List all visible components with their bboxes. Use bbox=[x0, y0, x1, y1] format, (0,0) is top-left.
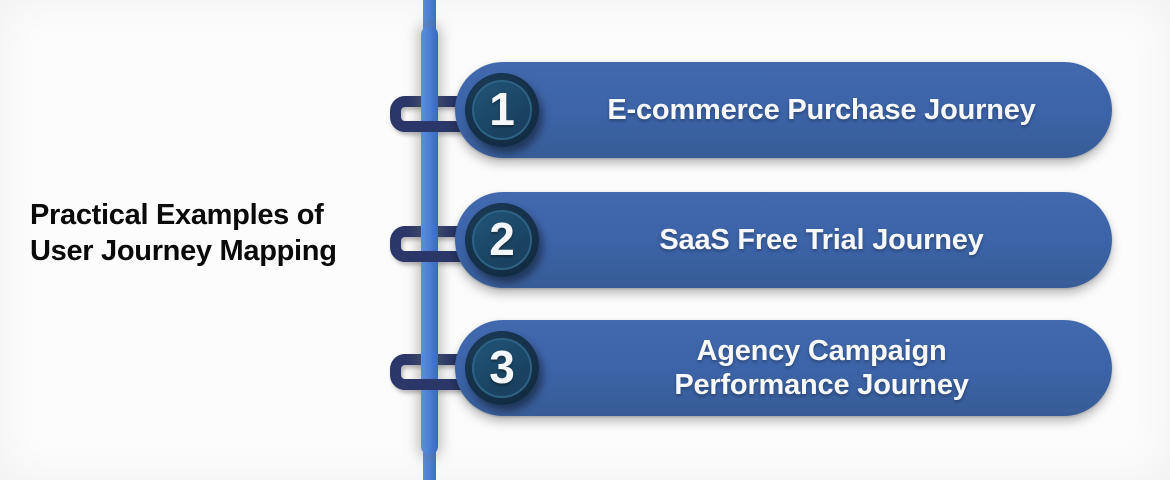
step-label-3: Agency Campaign Performance Journey bbox=[551, 320, 1092, 416]
diagram-title: Practical Examples of User Journey Mappi… bbox=[30, 197, 337, 269]
step-label-1: E-commerce Purchase Journey bbox=[551, 62, 1092, 158]
diagram-title-line-2: User Journey Mapping bbox=[30, 235, 337, 267]
step-label-3-line-2: Performance Journey bbox=[674, 369, 969, 401]
journey-step-pill-1: 1 E-commerce Purchase Journey bbox=[455, 62, 1112, 158]
step-number-badge-1-inner: 1 bbox=[472, 80, 532, 140]
chain-link-connector-3-front-bar bbox=[403, 379, 456, 390]
step-number-1: 1 bbox=[489, 82, 515, 135]
step-number-badge-2-inner: 2 bbox=[472, 210, 532, 270]
step-label-2-line-1: SaaS Free Trial Journey bbox=[659, 224, 984, 256]
step-label-3-line-1: Agency Campaign bbox=[696, 335, 947, 367]
journey-step-pill-2: 2 SaaS Free Trial Journey bbox=[455, 192, 1112, 288]
step-number-badge-3: 3 bbox=[465, 331, 539, 405]
step-label-1-line-1: E-commerce Purchase Journey bbox=[607, 94, 1036, 126]
step-label-2: SaaS Free Trial Journey bbox=[551, 192, 1092, 288]
diagram-title-line-1: Practical Examples of bbox=[30, 199, 324, 231]
step-number-badge-1: 1 bbox=[465, 73, 539, 147]
step-number-2: 2 bbox=[489, 212, 515, 265]
chain-link-connector-1-front-bar bbox=[403, 121, 456, 132]
journey-step-pill-3: 3 Agency Campaign Performance Journey bbox=[455, 320, 1112, 416]
step-number-badge-3-inner: 3 bbox=[472, 338, 532, 398]
step-number-badge-2: 2 bbox=[465, 203, 539, 277]
timeline-spine-segment bbox=[421, 26, 438, 455]
chain-link-connector-2-front-bar bbox=[403, 251, 456, 262]
step-number-3: 3 bbox=[489, 340, 515, 393]
